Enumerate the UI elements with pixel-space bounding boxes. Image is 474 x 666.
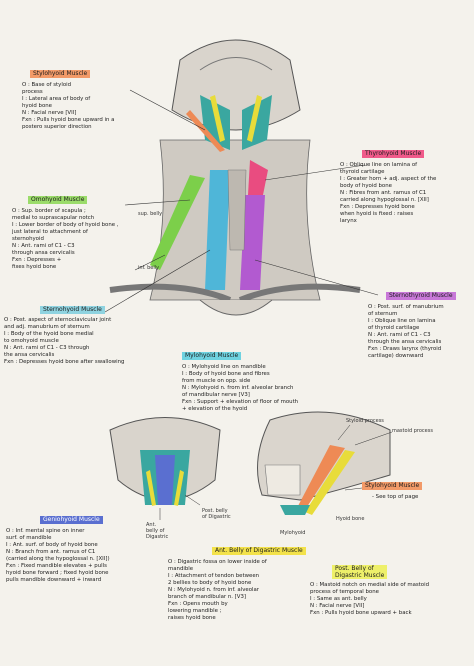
thyrohyoid-title: Thyrohyoid Muscle xyxy=(362,150,425,158)
neck-anterior-illustration xyxy=(104,39,379,316)
inf-belly-label: inf. belly xyxy=(138,265,160,271)
sup-belly-label: sup. belly xyxy=(138,211,163,217)
ant-belly-label: Ant. belly of Digastric xyxy=(146,522,169,540)
thyrohyoid-notes: O : Oblique line on lamina of thyroid ca… xyxy=(340,162,437,224)
ant-digastric-notes: O : Digastric fossa on lower inside of m… xyxy=(168,559,267,621)
geniohyoid-title: Geniohyoid Muscle xyxy=(40,516,103,524)
mylohyoid-label: Mylohyoid xyxy=(280,530,306,536)
post-belly-label: Post. belly of Digastric xyxy=(202,508,231,520)
stylohyoid-top-title: Stylohyoid Muscle xyxy=(30,70,91,78)
sternohyoid-notes: O : Post. aspect of sternoclavicular joi… xyxy=(4,317,125,365)
sternohyoid-title: Sternohyoid Muscle xyxy=(40,306,105,314)
post-digastric-notes: O : Mastoid notch on medial side of mast… xyxy=(310,582,430,616)
ant-digastric-title: Ant. Belly of Digastric Muscle xyxy=(212,547,306,555)
omohyoid-notes: O : Sup. border of scapula ; medial to s… xyxy=(12,208,119,270)
mylohyoid-notes: O : Mylohyoid line on mandible I : Body … xyxy=(182,364,299,412)
mastoid-process-label: mastoid process xyxy=(392,428,433,434)
styloid-process-label: Styloid process xyxy=(346,418,384,424)
hyoid-bone-label: Hyoid bone xyxy=(336,516,365,522)
sternothyroid-title: Sternothyroid Muscle xyxy=(386,292,456,300)
mylohyoid-title: Mylohyoid Muscle xyxy=(182,352,242,360)
omohyoid-title: Omohyoid Muscle xyxy=(28,196,88,204)
stylohyoid-bottom-notes: - See top of page xyxy=(372,494,419,500)
lateral-skull-illustration xyxy=(257,411,393,515)
stylohyoid-top-notes: O : Base of styloid process I : Lateral … xyxy=(22,82,115,130)
geniohyoid-notes: O : Inf. mental spine on inner surf. of … xyxy=(6,528,110,583)
stylohyoid-bottom-title: Stylohyoid Muscle xyxy=(362,482,423,490)
floor-of-mouth-illustration xyxy=(109,417,221,520)
sternothyroid-notes: O : Post. surf. of manubrium of sternum … xyxy=(368,304,444,359)
post-digastric-title: Post. Belly of Digastric Muscle xyxy=(332,565,388,579)
